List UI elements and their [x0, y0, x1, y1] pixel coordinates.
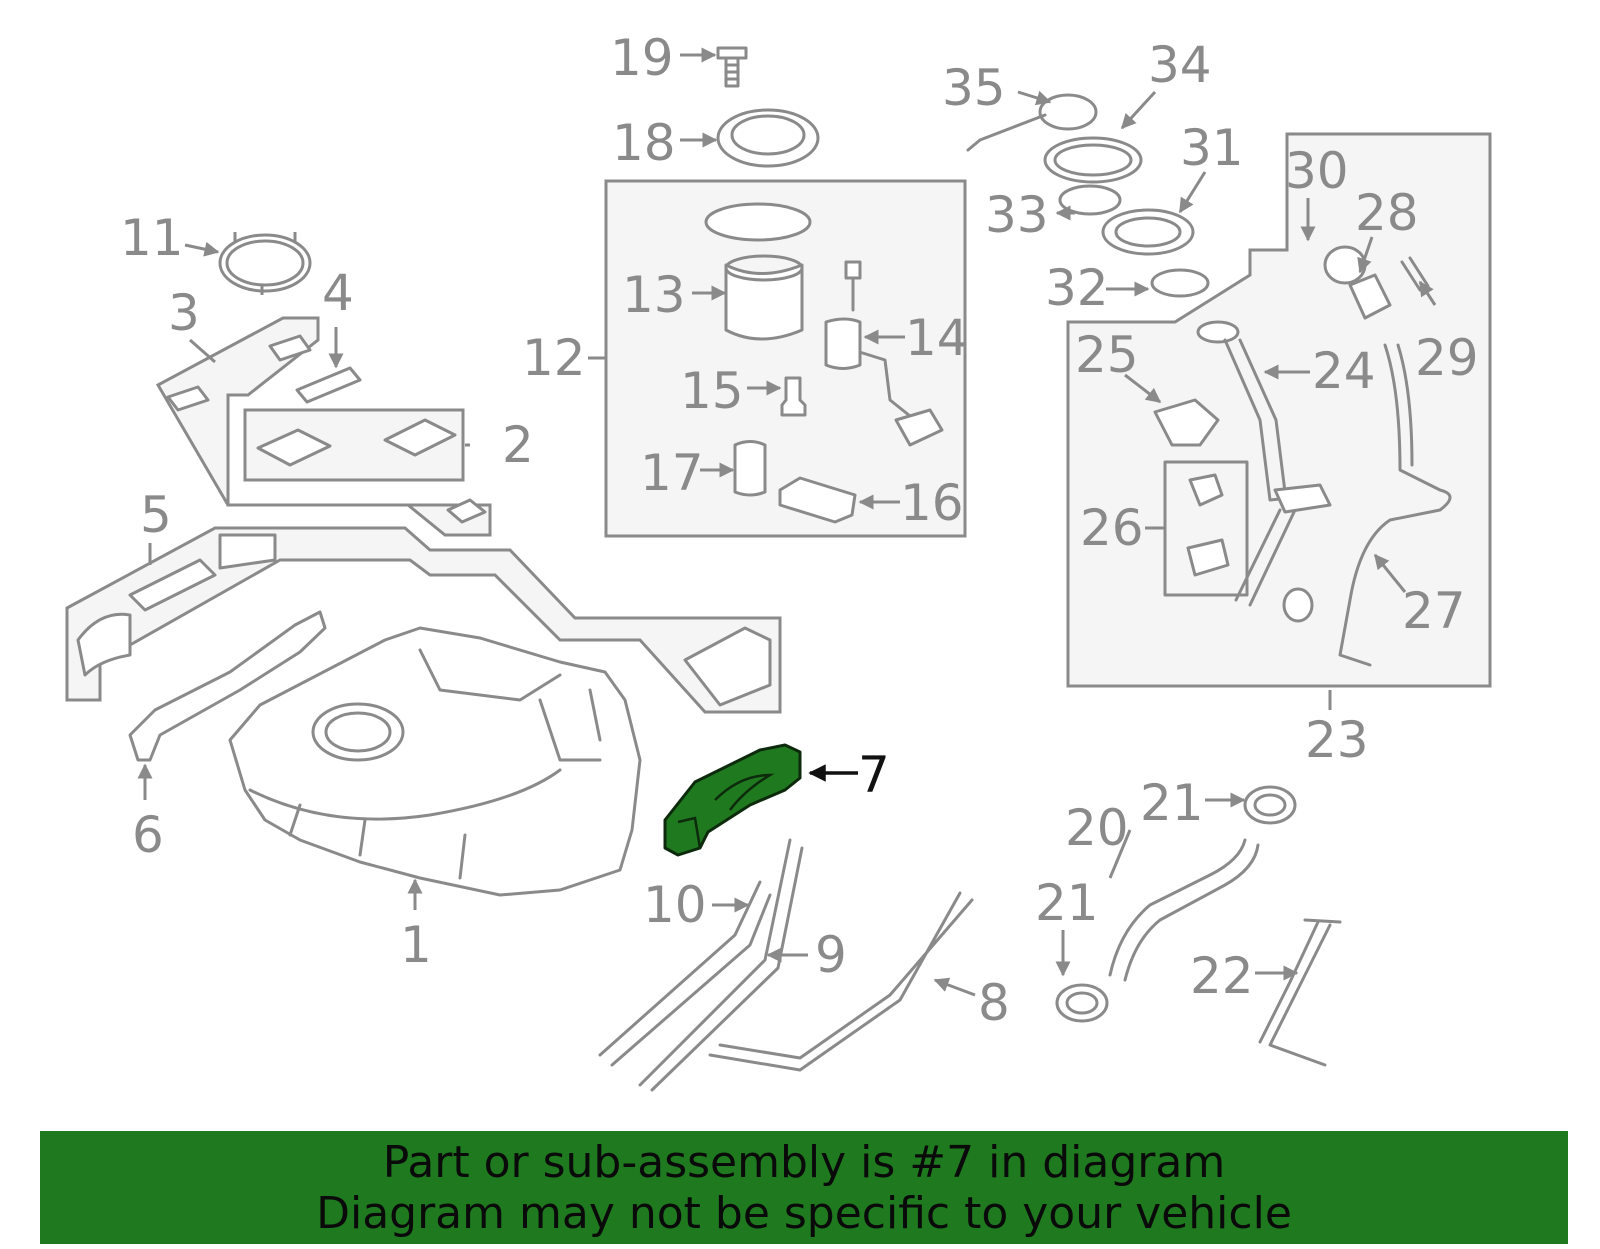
part-10-strap: [598, 880, 772, 1067]
callout-34: 34: [1148, 36, 1212, 94]
part-35-fuel-cap: [966, 93, 1098, 152]
part-32-o-ring: [1150, 268, 1210, 298]
part-21-clamp-upper: [1243, 785, 1297, 825]
callout-30: 30: [1285, 142, 1349, 200]
callout-11: 11: [120, 209, 184, 267]
callout-33: 33: [985, 186, 1049, 244]
callout-13: 13: [622, 266, 686, 324]
callout-16: 16: [900, 474, 964, 532]
callout-28: 28: [1355, 184, 1419, 242]
banner-line-disclaimer: Diagram may not be specific to your vehi…: [316, 1187, 1292, 1239]
info-banner: Part or sub-assembly is #7 in diagram Di…: [40, 1131, 1568, 1244]
callout-23: 23: [1305, 711, 1369, 769]
part-3-panel: [155, 316, 492, 537]
part-33-o-ring: [1058, 184, 1122, 216]
heat-shield-group: [65, 316, 782, 714]
part-23-panel: [1066, 132, 1492, 688]
callout-5: 5: [140, 486, 172, 544]
callout-31: 31: [1180, 119, 1244, 177]
part-31-grommet: [1101, 208, 1195, 256]
callout-32: 32: [1045, 259, 1109, 317]
callout-14: 14: [905, 309, 969, 367]
parts-diagram: 1 2 3 4 5 6 7 8 9 10 11 12 13 14 15 16 1…: [65, 29, 1492, 1092]
part-16-connector: [778, 476, 857, 524]
part-28-filter: [1348, 273, 1392, 320]
callout-12: 12: [522, 329, 586, 387]
part-9-strap: [638, 838, 804, 1092]
callout-4: 4: [322, 264, 354, 322]
callout-17: 17: [640, 444, 704, 502]
callout-7-highlighted: 7: [858, 746, 890, 804]
callout-25: 25: [1075, 326, 1139, 384]
callout-29: 29: [1415, 329, 1479, 387]
callout-22: 22: [1190, 947, 1254, 1005]
callout-9: 9: [815, 926, 847, 984]
callout-15: 15: [680, 362, 744, 420]
part-34-seal: [1043, 136, 1143, 184]
banner-line-part: Part or sub-assembly is #7 in diagram: [382, 1136, 1226, 1188]
callout-27: 27: [1402, 582, 1466, 640]
part-25-valve: [1153, 398, 1220, 447]
part-20-hose: [1108, 838, 1260, 982]
part-15-sender: [780, 376, 807, 417]
callout-35: 35: [942, 59, 1006, 117]
part-11-retainer-ring: [218, 232, 312, 295]
callout-1: 1: [400, 916, 432, 974]
part-1-fuel-tank: [228, 626, 642, 897]
part-12-panel: [604, 179, 967, 538]
part-7-highlighted: [663, 743, 802, 857]
part-13-fuel-pump-module: [704, 202, 812, 341]
callout-19: 19: [610, 29, 674, 87]
leader-lines: [137, 47, 1437, 997]
part-19-screw: [716, 46, 748, 88]
part-18-lock-ring: [716, 108, 820, 168]
part-21-clamp-lower: [1055, 983, 1109, 1023]
callout-26: 26: [1080, 499, 1144, 557]
part-27-breather-hose: [1338, 343, 1452, 667]
callout-labels: 1 2 3 4 5 6 7 8 9 10 11 12 13 14 15 16 1…: [120, 29, 1479, 1032]
part-14-pump-wiring: [824, 260, 944, 447]
part-24-filler-pipe: [1196, 320, 1332, 607]
part-6-bracket: [128, 610, 327, 762]
callout-3: 3: [168, 284, 200, 342]
part-8-strap: [708, 891, 974, 1072]
callout-10: 10: [643, 876, 707, 934]
part-22-hose: [1258, 918, 1342, 1067]
part-30-hose: [1323, 245, 1367, 285]
callout-20: 20: [1065, 799, 1129, 857]
callout-21-upper: 21: [1140, 774, 1204, 832]
callout-24: 24: [1312, 342, 1376, 400]
callout-21-lower: 21: [1035, 874, 1099, 932]
callout-18: 18: [612, 114, 676, 172]
callout-2: 2: [502, 416, 534, 474]
part-17-filter: [733, 440, 767, 497]
callout-6: 6: [132, 806, 164, 864]
callout-8: 8: [978, 974, 1010, 1032]
